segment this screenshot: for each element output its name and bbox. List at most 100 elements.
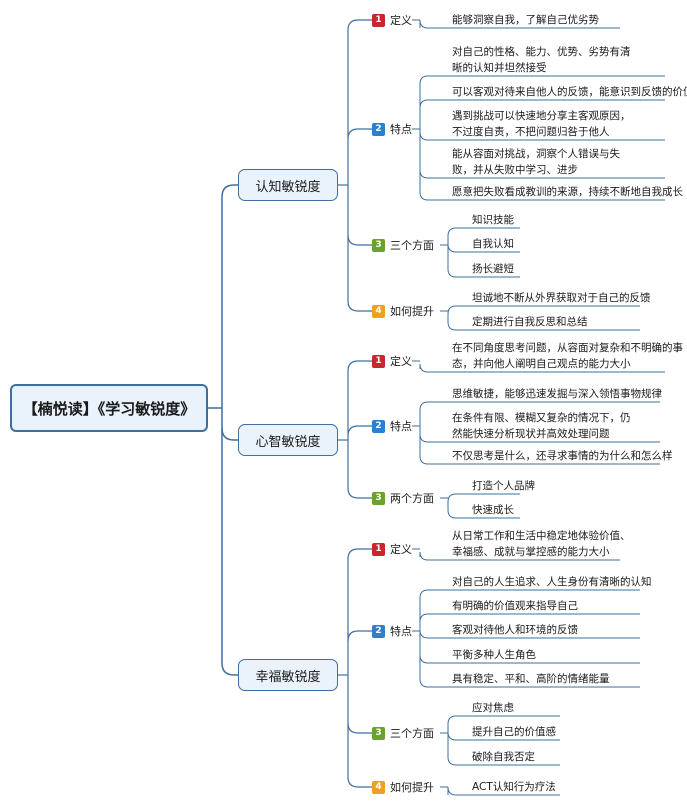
section-label: 如何提升 [390,305,434,318]
leaf-item[interactable]: 平衡多种人生角色 [452,649,536,661]
connector-line [447,493,465,503]
connector-line [347,128,372,140]
leaf-item[interactable]: 扬长避短 [472,263,514,275]
connector-line [419,589,445,599]
leaf-item[interactable]: 对自己的性格、能力、优势、劣势有清晰的认知并坦然接受 [452,46,631,74]
section-label: 两个方面 [390,492,434,505]
branch-1-section-definition[interactable]: 1 定义 [372,12,412,28]
connector-line [419,131,445,141]
connector-line [419,613,445,623]
connector-line [419,654,445,664]
branch-mental-acuity[interactable]: 心智敏锐度 [238,424,338,456]
section-label: 特点 [390,625,412,638]
connector-line [347,234,372,246]
connector-line [347,19,372,31]
priority-2-icon: 2 [372,624,385,638]
leaf-item[interactable]: 遇到挑战可以快速地分享主客观原因，不过度自责，不把问题归咎于他人 [452,110,631,138]
branch-2-section-definition[interactable]: 1 定义 [372,353,412,369]
connector-line [419,455,445,465]
leaf-item[interactable]: 快速成长 [472,504,514,516]
priority-3-icon: 3 [372,238,385,252]
priority-3-icon: 3 [372,491,385,505]
leaf-item[interactable]: 思维敏捷，能够迅速发掘与深入领悟事物规律 [452,388,662,400]
leaf-item[interactable]: 有明确的价值观来指导自己 [452,600,578,612]
connector-line [221,427,238,441]
leaf-item[interactable]: 自我认知 [472,238,514,250]
leaf-item[interactable]: 不仅思考是什么，还寻求事情的为什么和怎么样 [452,450,673,462]
section-label: 三个方面 [390,727,434,740]
leaf-item[interactable]: 提升自己的价值感 [472,726,556,738]
leaf-item[interactable]: 打造个人品牌 [472,480,535,492]
leaf-item[interactable]: 坦诚地不断从外界获取对于自己的反馈 [472,292,651,304]
connector-line [347,630,372,642]
leaf-item[interactable]: 破除自我否定 [472,751,535,763]
section-label: 定义 [390,355,412,368]
connector-line [447,715,465,725]
branch-3-section-three-aspects[interactable]: 3 三个方面 [372,725,434,741]
branch-3-section-features[interactable]: 2 特点 [372,623,412,639]
branch-2-section-two-aspects[interactable]: 3 两个方面 [372,490,434,506]
section-label: 定义 [390,543,412,556]
connector-line [447,227,465,237]
connector-line [419,433,445,443]
connector-line [419,75,445,85]
connector-line [419,363,445,373]
branch-1-section-how-to-improve[interactable]: 4 如何提升 [372,303,434,319]
section-label: 三个方面 [390,239,434,252]
leaf-item[interactable]: 从日常工作和生活中稳定地体验价值、幸福感、成就与掌控感的能力大小 [452,530,631,558]
connector-line [419,678,445,688]
connector-line [419,191,445,201]
priority-1-icon: 1 [372,13,385,27]
branch-1-section-three-aspects[interactable]: 3 三个方面 [372,237,434,253]
connector-line [447,268,465,278]
leaf-item[interactable]: 客观对待他人和环境的反馈 [452,624,578,636]
priority-4-icon: 4 [372,304,385,318]
leaf-item[interactable]: 具有稳定、平和、高阶的情绪能量 [452,673,610,685]
leaf-item[interactable]: 可以客观对待来自他人的反馈，能意识到反馈的价值 [452,86,687,98]
priority-3-icon: 3 [372,726,385,740]
connector-line [447,243,465,253]
section-label: 如何提升 [390,781,434,794]
leaf-item[interactable]: ACT认知行为疗法 [472,781,556,793]
connector-line [447,756,465,766]
leaf-item[interactable]: 对自己的人生追求、人生身份有清晰的认知 [452,576,652,588]
connector-line [447,305,465,315]
section-label: 特点 [390,123,412,136]
leaf-item[interactable]: 在不同角度思考问题，从容面对复杂和不明确的事态，并向他人阐明自己观点的能力大小 [452,342,683,370]
connector-line [447,786,465,796]
connector-line [419,401,445,411]
leaf-item[interactable]: 能从容面对挑战，洞察个人错误与失败，并从失败中学习、进步 [452,148,620,176]
priority-2-icon: 2 [372,419,385,433]
connector-line [419,169,445,179]
leaf-item[interactable]: 知识技能 [472,214,514,226]
connector-line [347,360,372,372]
leaf-item[interactable]: 应对焦虑 [472,702,514,714]
leaf-item[interactable]: 愿意把失败看成教训的来源，持续不断地自我成长 [452,186,683,198]
connector-line [347,776,372,788]
priority-1-icon: 1 [372,354,385,368]
branch-happiness-acuity[interactable]: 幸福敏锐度 [238,659,338,691]
connector-line [447,321,465,331]
connector-line [447,731,465,741]
branch-cognitive-acuity[interactable]: 认知敏锐度 [238,169,338,201]
leaf-item[interactable]: 在条件有限、模糊又复杂的情况下，仍然能快速分析现状并高效处理问题 [452,412,631,440]
connector-line [347,300,372,312]
connector-line [419,551,445,561]
connector-line [347,548,372,560]
leaf-item[interactable]: 定期进行自我反思和总结 [472,316,588,328]
connector-line [447,509,465,519]
section-label: 定义 [390,14,412,27]
connector-line [419,99,445,109]
root-topic[interactable]: 【楠悦读】《学习敏锐度》 [10,384,208,432]
leaf-item[interactable]: 能够洞察自我，了解自己优劣势 [452,14,599,26]
connector-line [347,722,372,734]
connector-line [347,487,372,499]
connector-line [419,629,445,639]
connector-line [419,19,445,29]
